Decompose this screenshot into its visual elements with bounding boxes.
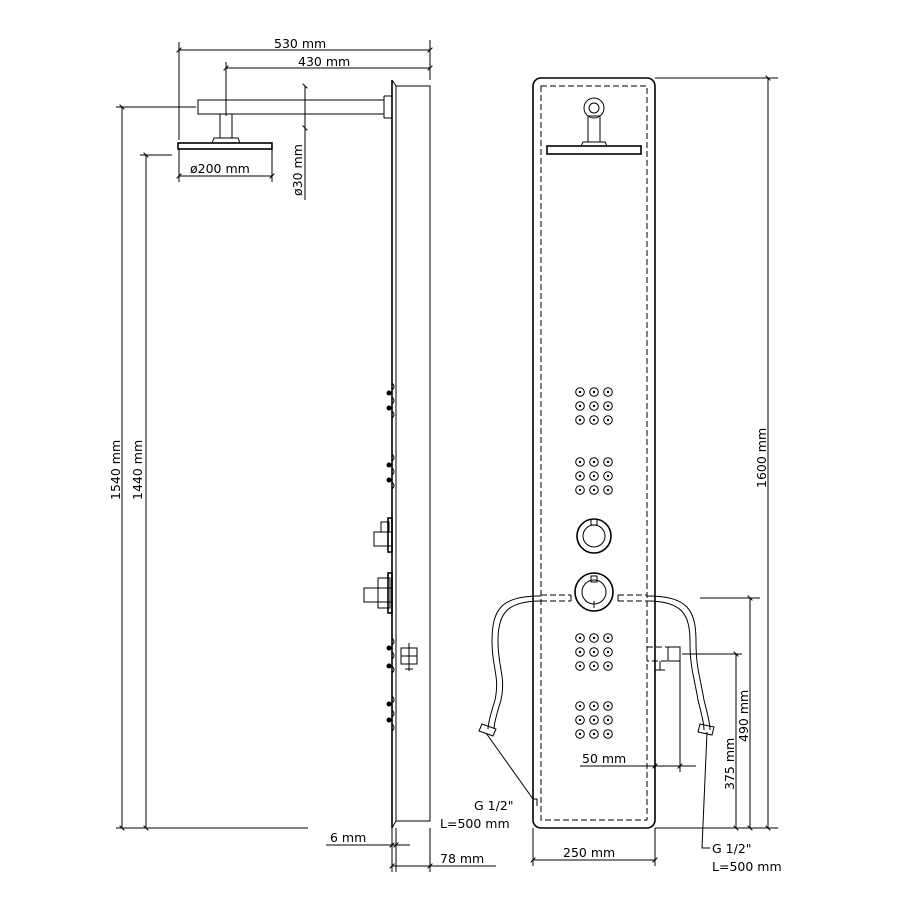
- dim-1600: 1600 mm: [754, 428, 769, 488]
- front-panel-inner-dashed: [540, 85, 648, 821]
- dim-78: 78 mm: [440, 851, 484, 866]
- dim-490: 490 mm: [736, 690, 751, 742]
- dim-375: 375 mm: [722, 738, 737, 790]
- side-view: 530 mm 430 mm ø30 mm ø200 mm 1540 mm 144…: [108, 36, 496, 872]
- nozzle-group-2: [575, 457, 613, 495]
- front-outlet-fitting: [647, 646, 681, 671]
- front-panel-outline: [532, 77, 656, 829]
- side-panel-body: [395, 85, 431, 822]
- shower-arm: [197, 95, 392, 144]
- right-hose-length: L=500 mm: [712, 859, 782, 874]
- dim-1540: 1540 mm: [108, 440, 123, 500]
- dim-530: 530 mm: [274, 36, 326, 51]
- inlet-pipes: [541, 594, 647, 602]
- right-hose: [646, 595, 715, 736]
- nozzle-group-3: [575, 633, 613, 671]
- side-nozzles: [386, 382, 395, 732]
- dim-head-dia: ø200 mm: [190, 161, 250, 176]
- thermostat-knob-side: [363, 572, 393, 614]
- thermostat-knob-front: [574, 572, 614, 612]
- shower-head-side: [177, 142, 273, 150]
- left-hose-thread: G 1/2": [474, 798, 514, 813]
- left-hose-length: L=500 mm: [440, 816, 510, 831]
- front-view: 1600 mm 490 mm 375 mm 50 mm 250 mm G 1/2…: [440, 75, 782, 874]
- dim-arm-dia: ø30 mm: [290, 144, 305, 196]
- dim-50: 50 mm: [582, 751, 626, 766]
- diverter-knob-front: [576, 518, 612, 554]
- dim-430: 430 mm: [298, 54, 350, 69]
- side-outlet-fitting: [400, 643, 418, 671]
- shower-head-front: [546, 97, 642, 155]
- right-hose-thread: G 1/2": [712, 841, 752, 856]
- dim-250: 250 mm: [563, 845, 615, 860]
- nozzle-group-4: [575, 701, 613, 739]
- dim-1440: 1440 mm: [130, 440, 145, 500]
- left-hose: [478, 595, 542, 737]
- nozzle-group-1: [575, 387, 613, 425]
- dim-6: 6 mm: [330, 830, 366, 845]
- diverter-knob-side: [373, 517, 393, 553]
